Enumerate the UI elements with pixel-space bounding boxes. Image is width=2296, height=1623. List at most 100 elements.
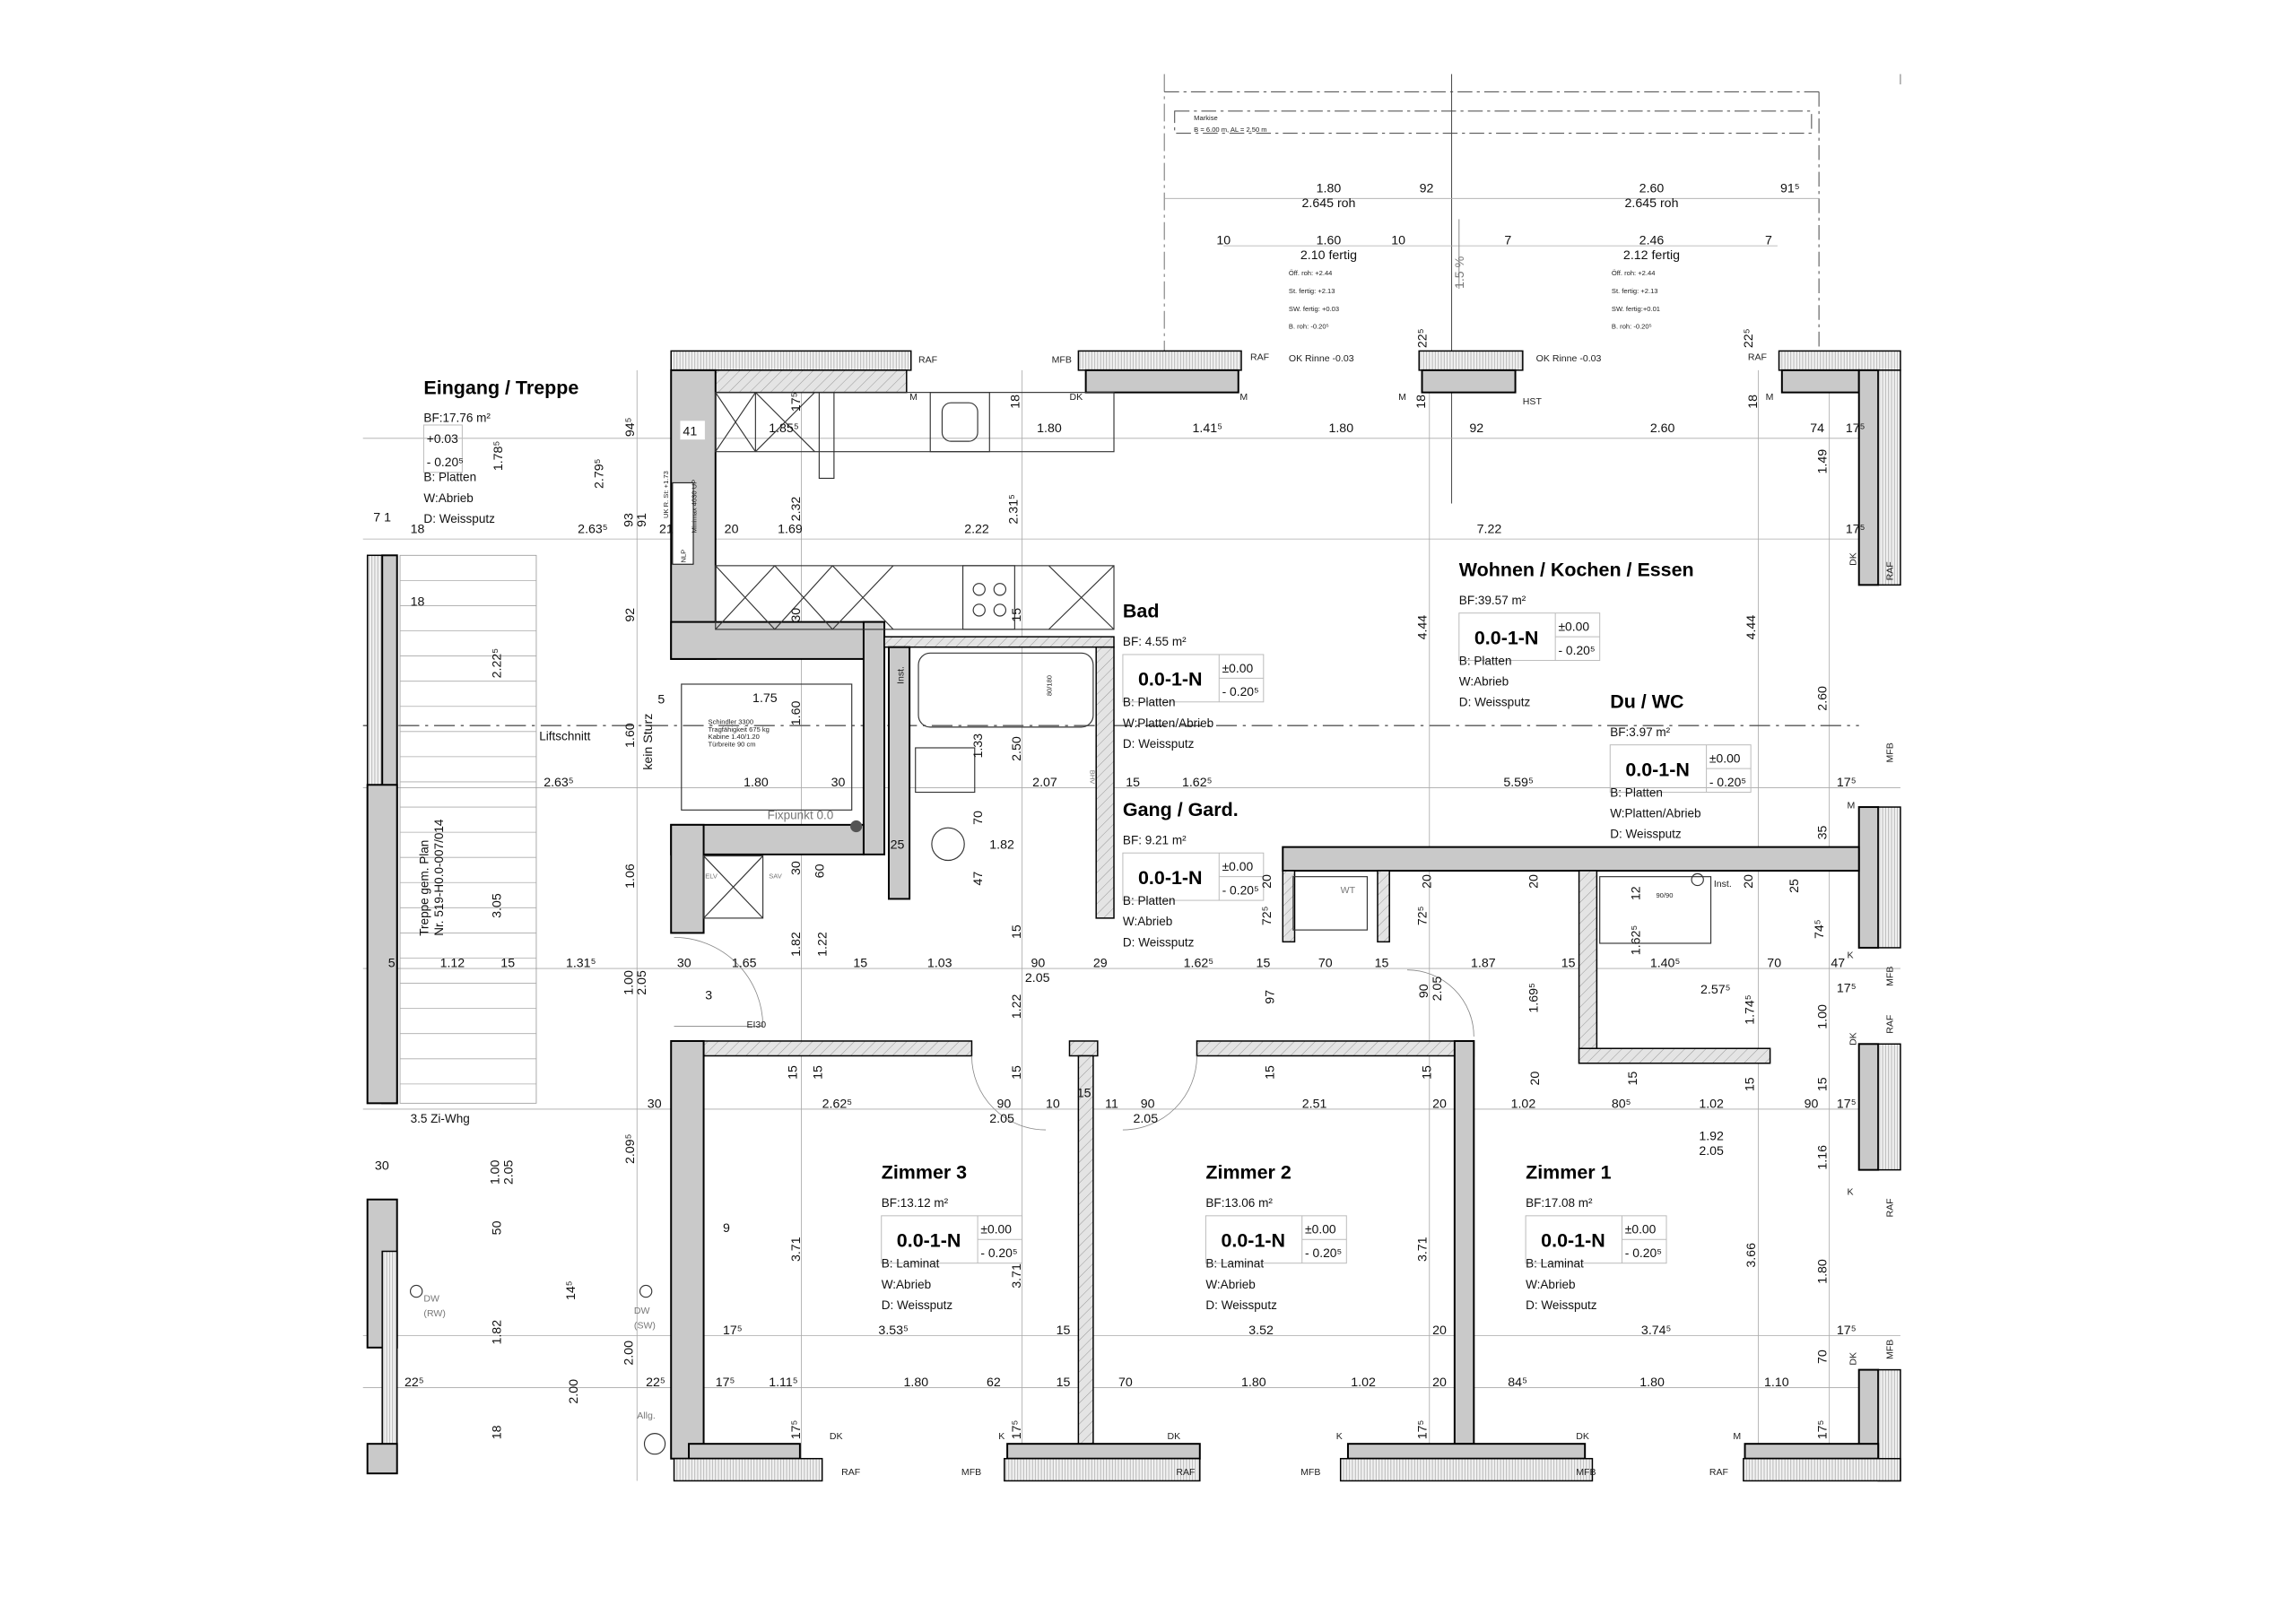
window-side-right: 10 bbox=[1391, 233, 1405, 247]
dimension-label: 84⁵ bbox=[1508, 1376, 1527, 1390]
dimension-label: 3.52 bbox=[1248, 1324, 1274, 1338]
dimension-label: 2.63⁵ bbox=[544, 776, 574, 790]
walls bbox=[366, 350, 1901, 1482]
wall-segment bbox=[1095, 646, 1115, 919]
dw-sw-marker bbox=[639, 1284, 653, 1298]
sav-label: SAV bbox=[769, 872, 783, 880]
dimension-label: 2.32 bbox=[789, 497, 804, 522]
tall-cabinet bbox=[818, 392, 835, 479]
dimension-label: 1.74⁵ bbox=[1743, 994, 1757, 1025]
dimension-label: 1.41⁵ bbox=[1193, 421, 1223, 436]
wall-segment bbox=[1421, 369, 1517, 394]
dimension-label: 22⁵ bbox=[646, 1376, 665, 1390]
dimension-label: 1.69⁵ bbox=[1526, 983, 1541, 1013]
room-level-bottom: - 0.20⁵ bbox=[1709, 775, 1746, 789]
dimension-label: 1.03 bbox=[927, 956, 952, 970]
dimension-label: 9 bbox=[723, 1221, 730, 1236]
wall-segment bbox=[1453, 1039, 1475, 1445]
apartment-label: 3.5 Zi-Whg bbox=[411, 1112, 470, 1125]
dimension-label: 30 bbox=[375, 1159, 389, 1174]
room-floor: B: Platten bbox=[1123, 696, 1176, 709]
opening-tag: M bbox=[1766, 392, 1774, 403]
opening-tag: RAF bbox=[1885, 1198, 1896, 1218]
room-ceiling: D: Weissputz bbox=[882, 1298, 953, 1312]
dimension-label: 70 bbox=[1118, 1376, 1133, 1390]
opening-tag: RAF bbox=[1709, 1467, 1729, 1478]
dimension-label: 18 bbox=[1414, 395, 1429, 409]
window-fertig-height: 2.10 fertig bbox=[1300, 248, 1357, 263]
dw-sw-2: (SW) bbox=[634, 1320, 656, 1331]
tub-size: 80/180 bbox=[1046, 675, 1054, 696]
room-level-bottom: - 0.20⁵ bbox=[1625, 1245, 1662, 1260]
opening-tag: K bbox=[1847, 1187, 1853, 1198]
window-detail: SW. fertig:+0.01 bbox=[1612, 305, 1660, 313]
room-area: BF: 9.21 m² bbox=[1123, 833, 1187, 846]
opening-tag: DK bbox=[1576, 1431, 1589, 1442]
lift-spec-line: Tragfähigkeit 675 kg bbox=[709, 725, 770, 733]
dimension-label: 17⁵ bbox=[716, 1376, 735, 1390]
dimension-label: 30 bbox=[677, 956, 691, 970]
window-detail: St. fertig: +2.13 bbox=[1612, 287, 1658, 295]
room-code: 0.0-1-N bbox=[1541, 1230, 1605, 1252]
room-wall: W:Abrieb bbox=[882, 1278, 931, 1291]
wall-segment bbox=[366, 784, 398, 1105]
lift-spec-line: Türbreite 90 cm bbox=[709, 740, 756, 748]
dimension-label: 18 bbox=[490, 1425, 504, 1439]
wall-segment bbox=[670, 1039, 705, 1460]
wall-segment bbox=[1857, 1043, 1880, 1171]
dimension-label: 72⁵ bbox=[1260, 906, 1274, 925]
window-detail: B. roh: -0.20⁵ bbox=[1289, 323, 1329, 331]
dimension-label: 1.69 bbox=[778, 523, 803, 537]
room-name: Eingang / Treppe bbox=[423, 377, 578, 398]
dimension-label: 1.92 bbox=[1699, 1130, 1724, 1144]
dimension-label: 1.00 bbox=[489, 1159, 503, 1185]
dimension-label: 17⁵ bbox=[1846, 421, 1866, 436]
dimension-label: 15 bbox=[1626, 1072, 1640, 1086]
slope-label: 1.5 % bbox=[1453, 256, 1467, 289]
room-ceiling: D: Weissputz bbox=[1123, 737, 1195, 751]
dimension-label: 15 bbox=[1057, 1376, 1071, 1390]
room-level-bottom: - 0.20⁵ bbox=[427, 455, 464, 469]
dimension-label: 5.59⁵ bbox=[1503, 776, 1534, 790]
dimension-label: 21 bbox=[659, 523, 674, 537]
dimension-label: 92 bbox=[623, 608, 638, 622]
wall-segment bbox=[1857, 806, 1880, 949]
dimension-label: 1.62⁵ bbox=[1629, 925, 1643, 956]
room-level-bottom: - 0.20⁵ bbox=[1558, 643, 1595, 657]
dimension-label: 20 bbox=[1742, 874, 1756, 889]
markise-label: Markise bbox=[1194, 114, 1218, 122]
dimension-label: 20 bbox=[1526, 874, 1541, 889]
gutter-left: OK Rinne -0.03 bbox=[1289, 353, 1354, 364]
dimension-label: 15 bbox=[1257, 956, 1271, 970]
window-sill bbox=[1339, 1457, 1594, 1482]
dimension-label: 2.63⁵ bbox=[578, 523, 608, 537]
lift-section-label: Liftschnitt bbox=[539, 730, 590, 743]
dimension-label: 14⁵ bbox=[564, 1280, 578, 1300]
opening-tag: M bbox=[1398, 392, 1406, 403]
dimension-label: 2.79⁵ bbox=[592, 458, 606, 489]
dimension-label: 18 bbox=[1008, 395, 1022, 409]
window-roh-height: 2.645 roh bbox=[1302, 196, 1356, 211]
opening-tag: DK bbox=[1848, 1352, 1858, 1366]
window-detail: Öff. roh: +2.44 bbox=[1612, 269, 1656, 277]
room-floor: B: Laminat bbox=[882, 1257, 940, 1271]
dimension-label: 2.05 bbox=[1431, 976, 1445, 1002]
dimension-label: 1.62⁵ bbox=[1184, 956, 1214, 970]
washing-machine bbox=[1292, 876, 1368, 931]
dimension-label: 15 bbox=[1010, 924, 1024, 939]
bathtub bbox=[918, 652, 1094, 728]
dimension-label: 50 bbox=[490, 1220, 504, 1235]
wall-segment bbox=[688, 1443, 801, 1460]
dimension-label: 15 bbox=[1263, 1065, 1277, 1080]
dimension-label: 1.80 bbox=[1815, 1259, 1830, 1284]
room-ceiling: D: Weissputz bbox=[423, 512, 495, 525]
opening-tag: K bbox=[998, 1431, 1004, 1442]
window-roh-width: 2.60 bbox=[1639, 182, 1665, 196]
dimension-label: 2.31⁵ bbox=[1007, 494, 1022, 525]
room-area: BF: 4.55 m² bbox=[1123, 635, 1187, 648]
dimension-label: 1.10 bbox=[1764, 1376, 1789, 1390]
minimax-label: Minimax 4030 UP bbox=[690, 480, 698, 534]
